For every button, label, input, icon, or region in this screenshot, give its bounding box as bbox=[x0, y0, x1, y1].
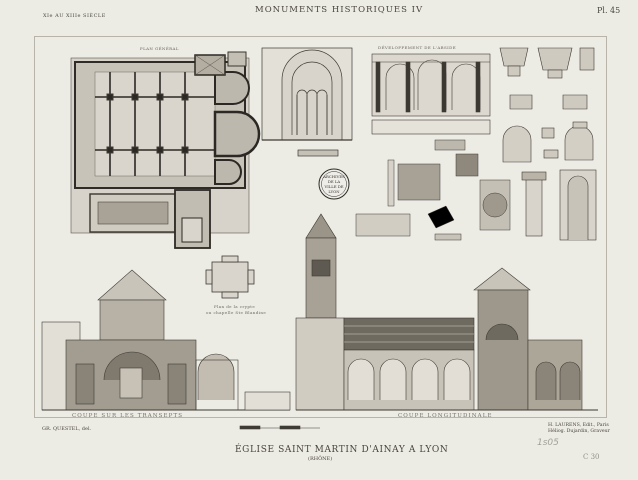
capitals bbox=[499, 47, 595, 163]
stamp-line-3: VILLE DE bbox=[324, 184, 344, 189]
stamp-line-1: ARCHIVES bbox=[323, 174, 345, 179]
pilaster-detail bbox=[521, 169, 597, 241]
archive-stamp-text: ARCHIVES DE LA VILLE DE LYON bbox=[320, 174, 348, 196]
plate-title: ÉGLISE SAINT MARTIN D'AINAY A LYON bbox=[235, 445, 449, 455]
transept-section bbox=[41, 269, 291, 411]
handwritten-mark: C 30 bbox=[583, 453, 600, 461]
ground-plan bbox=[70, 51, 261, 249]
right-credit-line-1: H. LAURENS, Edit., Paris bbox=[548, 423, 609, 428]
plate-number: Pl. 45 bbox=[597, 6, 621, 15]
chapel-note-label-2: ou chapelle Ste Blandine bbox=[206, 310, 267, 315]
right-credit: H. LAURENS, Edit., Paris Héliog. Dujardi… bbox=[548, 423, 610, 435]
apse-elevation bbox=[261, 47, 353, 157]
archive-stamp bbox=[318, 168, 350, 200]
ornament-fragments bbox=[355, 139, 511, 241]
left-credit: GR. QUESTEL, del. bbox=[42, 426, 92, 432]
transept-section-label: COUPE SUR LES TRANSEPTS bbox=[72, 413, 184, 419]
scale-bar bbox=[239, 425, 320, 430]
wall-elevation bbox=[371, 53, 491, 135]
stamp-line-4: LYON bbox=[328, 189, 340, 194]
chapel-plan bbox=[205, 255, 255, 299]
longitudinal-section bbox=[295, 213, 598, 411]
right-credit-line-2: Héliog. Dujardin, Graveur bbox=[548, 429, 610, 434]
chapel-note-label: Plan de la crypte bbox=[214, 304, 256, 309]
plate-frame bbox=[34, 36, 607, 418]
period-label: XIe AU XIIIe SIÈCLE bbox=[43, 13, 106, 19]
stamp-line-2: DE LA bbox=[327, 179, 341, 184]
elevation-label: DÉVELOPPEMENT DE L'ABSIDE bbox=[378, 45, 457, 50]
plan-general-label: PLAN GÉNÉRAL bbox=[140, 46, 179, 51]
handwritten-number: 1s05 bbox=[537, 438, 559, 448]
longitudinal-section-label: COUPE LONGITUDINALE bbox=[398, 413, 493, 419]
plate-location: (RHÔNE) bbox=[308, 456, 333, 462]
series-title: MONUMENTS HISTORIQUES IV bbox=[255, 5, 424, 15]
